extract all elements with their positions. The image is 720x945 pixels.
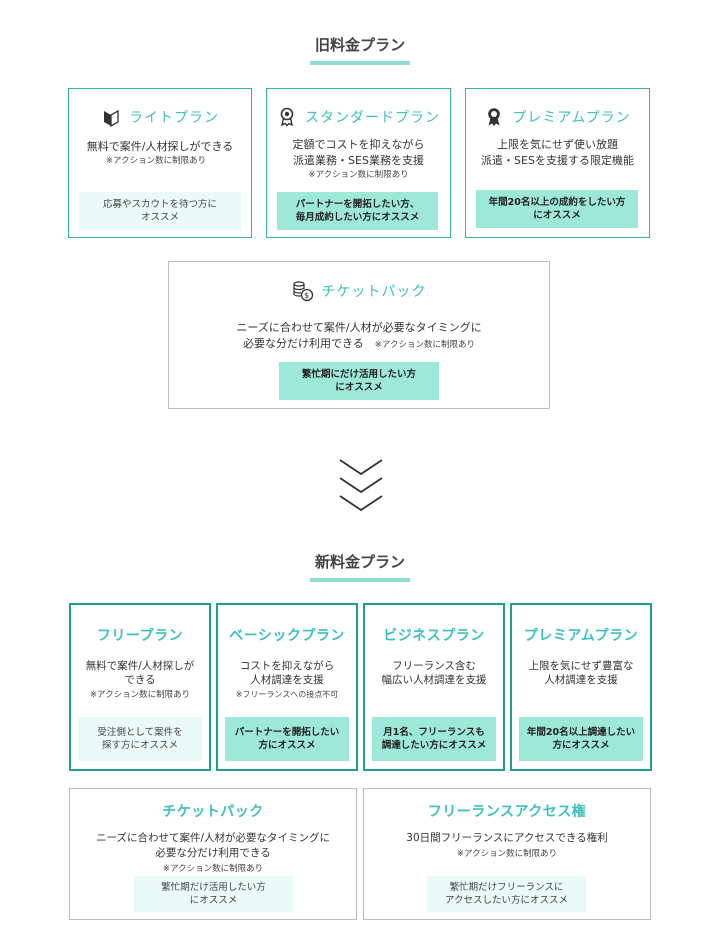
desc-line: 必要な分だけ利用できる [155,847,271,859]
reco-line: 年間20名以上調達したい [526,727,636,738]
old-plan-reco-standard: パートナーを開拓したい方、毎月成約したい方にオススメ [277,192,438,230]
plan-header: プレミアムプラン [466,107,649,127]
award-ribbon-icon [488,108,501,126]
plan-header: フリープラン [71,625,209,645]
reco-line: パートナーを開拓したい方、 [295,199,420,210]
desc-line: できる [124,674,156,686]
plan-header: $ チケットパック [169,280,549,302]
reco-line: にオススメ [533,210,581,221]
reco-line: にオススメ [335,382,383,393]
old-plan-reco-light: 応募やスカウトを待つ方にオススメ [79,192,241,230]
new-plans-title-text: 新料金プラン [314,553,405,571]
plan-description: フリーランス含む 幅広い人材調達を支援 [365,659,503,687]
desc-line: フリーランス含む [392,660,476,672]
plan-note: ※アクション数に制限あり [162,864,264,874]
desc-line-with-note: 必要な分だけ利用できる ※アクション数に制限あり [169,336,549,352]
reco-line: 繁忙期だけフリーランスに [449,882,564,893]
reco-line: 応募やスカウトを待つ方に [102,199,217,210]
plan-description: コストを抑えながら 人材調達を支援 [218,659,356,687]
plan-header: フリーランスアクセス権 [364,801,650,821]
desc-line: 必要な分だけ利用できる [243,337,364,350]
desc-line: 無料で案件/人材探しができる [86,140,234,153]
plan-header: ビジネスプラン [365,625,503,645]
new-plan-reco-free: 受注側として案件を探す方にオススメ [78,717,202,761]
reco-line: 受注側として案件を [97,727,183,738]
plan-description: 定額でコストを抑えながら 派遣業務・SES業務を支援 [267,137,450,169]
desc-line: 人材調達を支援 [250,674,324,686]
plan-name: ベーシックプラン [229,628,345,644]
beginner-mark-icon [104,109,119,127]
desc-line: 派遣業務・SES業務を支援 [293,154,424,167]
award-badge-icon [280,107,294,127]
reco-line: アクセスしたい方にオススメ [444,895,569,906]
reco-line: パートナーを開拓したい [234,727,340,738]
plan-name: ビジネスプラン [383,628,485,644]
plan-header: スタンダードプラン [267,107,450,127]
old-ticket-pack-card: $ チケットパック ニーズに合わせて案件/人材が必要なタイミングに 必要な分だけ… [168,261,550,409]
plan-name: スタンダードプラン [305,110,440,126]
plan-name: チケットパック [162,804,264,820]
plan-name: フリーランスアクセス権 [427,804,587,820]
desc-line: 上限を気にせず豊富な [528,660,634,672]
old-ticket-reco: 繁忙期にだけ活用したい方にオススメ [279,362,439,400]
plan-description: 無料で案件/人材探しができる [69,139,251,155]
title-underline [310,578,410,582]
reco-line: 年間20名以上の成約をしたい方 [488,197,626,208]
coins-icon: $ [292,281,313,302]
plan-note: ※アクション数に制限あり [308,170,409,180]
old-plan-reco-premium: 年間20名以上の成約をしたい方にオススメ [476,190,638,228]
plan-description: 上限を気にせず豊富な 人材調達を支援 [512,659,650,687]
desc-line: ニーズに合わせて案件/人材が必要なタイミングに [236,321,482,334]
plan-description: 無料で案件/人材探しが できる [71,659,209,687]
plan-header: ベーシックプラン [218,625,356,645]
desc-line: 派遣・SESを支援する限定機能 [481,154,634,167]
svg-text:$: $ [303,291,309,300]
reco-line: 探す方にオススメ [101,740,178,751]
plan-note: ※アクション数に制限あり [105,156,207,166]
plan-name: プレミアムプラン [523,628,639,644]
plan-header: プレミアムプラン [512,625,650,645]
reco-line: 方にオススメ [258,740,316,751]
new-plan-reco-premium: 年間20名以上調達したい方にオススメ [519,717,643,761]
plan-note: ※アクション数に制限あり [456,849,558,859]
desc-line: ニーズに合わせて案件/人材が必要なタイミングに [95,832,330,844]
plan-note: ※アクション数に制限あり [89,690,191,700]
reco-line: オススメ [140,212,179,223]
new-plan-reco-business: 月1名、フリーランスも調達したい方にオススメ [372,717,496,761]
plan-header: チケットパック [70,801,356,821]
new-plan-reco-basic: パートナーを開拓したい方にオススメ [225,717,349,761]
reco-line: 調達したい方にオススメ [381,740,487,751]
desc-line: 人材調達を支援 [544,674,618,686]
reco-line: 月1名、フリーランスも [383,727,485,738]
plan-description: ニーズに合わせて案件/人材が必要なタイミングに 必要な分だけ利用できる [70,831,356,861]
reco-line: 方にオススメ [552,740,610,751]
desc-line: 30日間フリーランスにアクセスできる権利 [406,832,608,844]
reco-line: 繁忙期にだけ活用したい方 [301,369,416,380]
plan-note: ※アクション数に制限あり [374,340,475,350]
plan-note: ※フリーランスへの接点不可 [235,690,339,699]
plan-description: 30日間フリーランスにアクセスできる権利 [364,831,650,846]
desc-line: 上限を気にせず使い放題 [497,138,618,151]
desc-line: 幅広い人材調達を支援 [381,674,487,686]
plan-name: ライトプラン [129,110,219,126]
old-plans-title-text: 旧料金プラン [314,36,405,54]
old-plans-title: 旧料金プラン [300,34,420,65]
desc-line: 定額でコストを抑えながら [292,138,425,151]
plan-name: フリープラン [96,628,184,644]
reco-line: 毎月成約したい方にオススメ [295,212,420,223]
reco-line: にオススメ [189,895,238,906]
plan-header: ライトプラン [69,107,251,127]
new-ticket-reco: 繁忙期だけ活用したい方にオススメ [134,876,293,912]
freelance-access-reco: 繁忙期だけフリーランスにアクセスしたい方にオススメ [427,876,586,912]
plan-description: 上限を気にせず使い放題 派遣・SESを支援する限定機能 [466,137,649,169]
plan-name: チケットパック [321,284,427,300]
plan-description: ニーズに合わせて案件/人材が必要なタイミングに 必要な分だけ利用できる ※アクシ… [169,320,549,352]
plan-name: プレミアムプラン [512,110,631,126]
title-underline [310,61,410,65]
desc-line: コストを抑えながら [239,660,335,672]
new-plans-title: 新料金プラン [300,551,420,582]
reco-line: 繁忙期だけ活用したい方 [161,882,266,893]
desc-line: 無料で案件/人材探しが [85,660,195,672]
chevron-down-icon [339,459,383,512]
